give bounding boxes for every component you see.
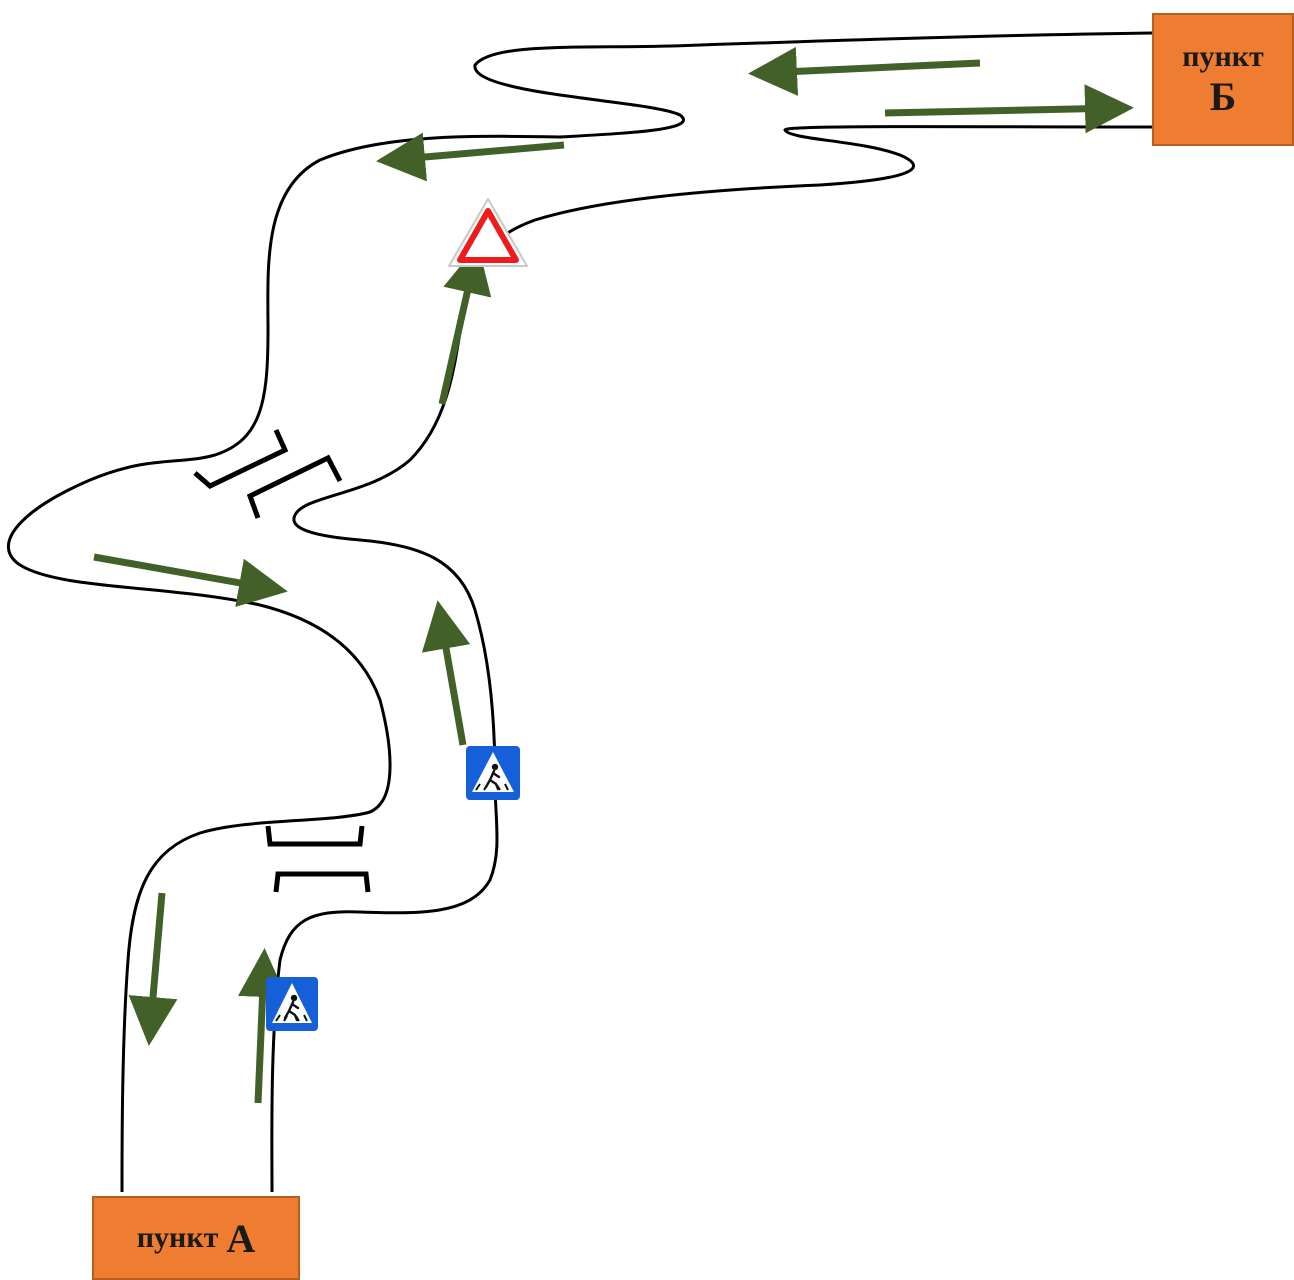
pedestrian-crossing-icon — [466, 746, 520, 800]
point-a-box: пункт А — [92, 1196, 300, 1280]
bridge-rail-top — [193, 428, 289, 489]
point-a-letter: А — [226, 1215, 256, 1261]
point-b-word: пункт — [1182, 39, 1264, 73]
point-a-word: пункт — [136, 1221, 219, 1254]
route-arrow — [884, 84, 1134, 134]
bridge-rail-bottom — [273, 871, 371, 893]
bridge-rail-top — [265, 825, 365, 847]
bridge-rail-bottom — [246, 454, 343, 519]
bridge-upper — [193, 428, 343, 519]
route-arrow — [238, 948, 287, 1104]
point-b-letter: Б — [1209, 74, 1237, 120]
route-arrow — [748, 46, 981, 96]
route-arrow — [421, 600, 471, 746]
route-arrow — [376, 132, 565, 182]
route-arrow — [93, 553, 288, 607]
road-left-edge — [7, 31, 1153, 1193]
route-arrow — [438, 244, 492, 405]
warning-triangle-icon — [448, 198, 528, 267]
road-right-edge — [270, 125, 1153, 1193]
point-b-box: пункт Б — [1152, 13, 1294, 146]
route-arrows — [93, 46, 1134, 1104]
pedestrian-crossing-icon — [266, 977, 318, 1031]
bridge-lower — [265, 825, 371, 893]
route-arrow — [128, 892, 178, 1046]
